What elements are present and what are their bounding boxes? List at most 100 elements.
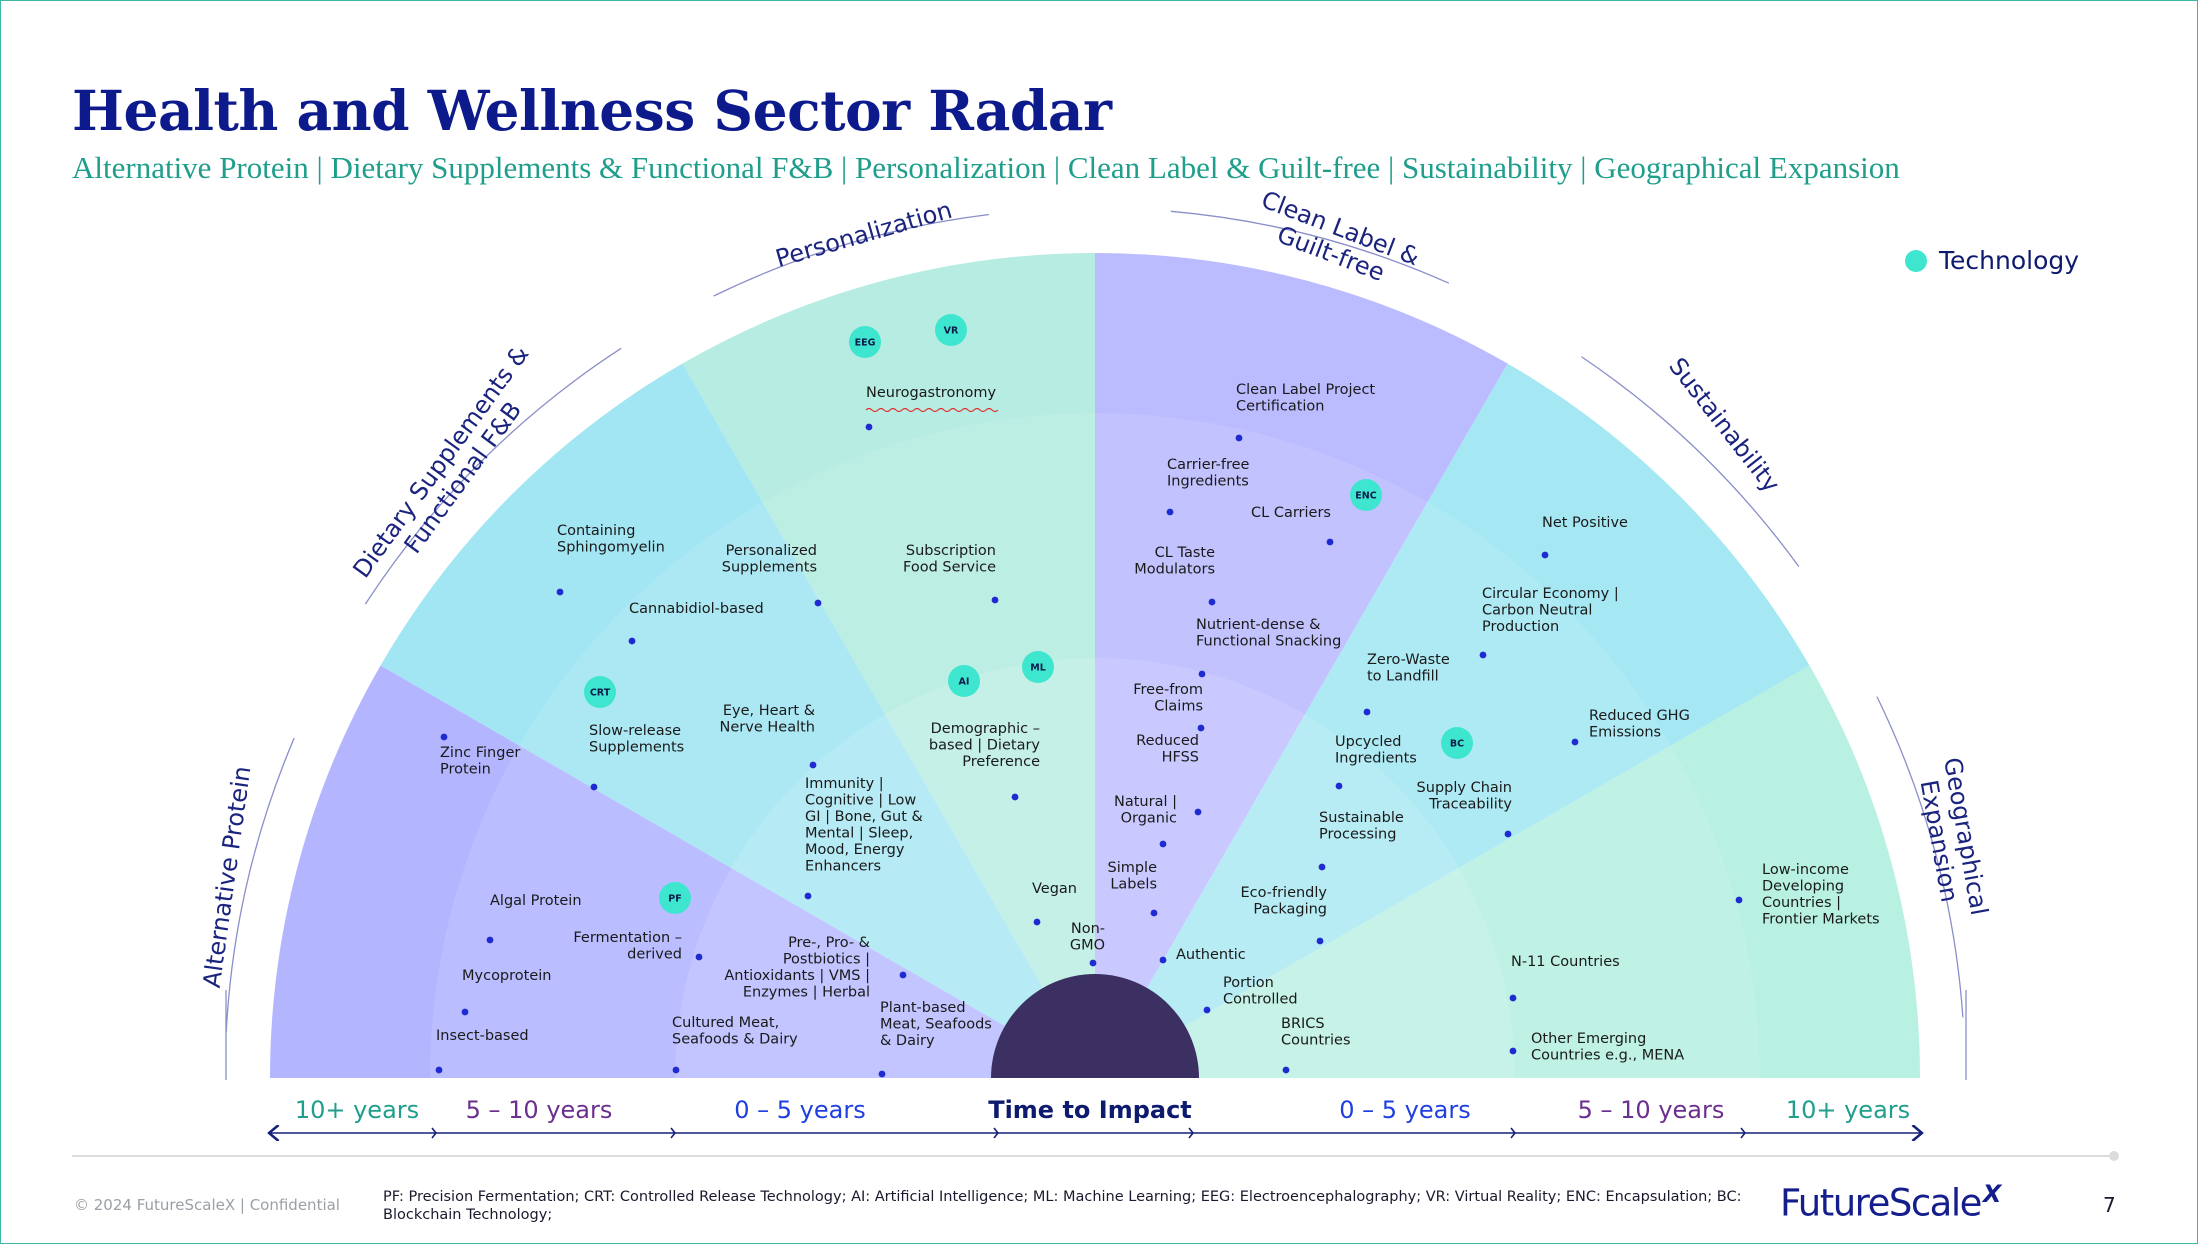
radar-item-label: Fermentation –derived (573, 930, 682, 963)
time-axis-tick (1188, 1132, 1194, 1139)
tech-badge-vr: VR (935, 314, 967, 346)
radar-item-label-line: Reduced (1136, 733, 1199, 749)
time-axis-tick (1740, 1127, 1746, 1134)
radar-item-label-line: Upcycled (1335, 734, 1402, 750)
radar-item-label: Authentic (1176, 947, 1246, 963)
tech-badge-ai: AI (948, 665, 980, 697)
radar-item-dot (556, 588, 564, 596)
radar-item-label-line: Mycoprotein (462, 968, 551, 984)
radar-item-label-line: Supplements (722, 560, 817, 576)
radar-item-label-line: Carrier-free (1167, 457, 1250, 473)
outer-arc-1 (364, 347, 622, 605)
radar-item: Algal Protein (486, 893, 582, 944)
time-to-impact-label: Time to Impact (988, 1096, 1192, 1124)
radar-item-dot (1318, 863, 1326, 871)
radar-item-label-line: CL Taste (1155, 545, 1215, 561)
page-title: Health and Wellness Sector Radar (72, 78, 1112, 143)
radar-item-label: Net Positive (1542, 515, 1628, 531)
outer-arc-4 (1581, 356, 1800, 568)
time-ring-0 (430, 413, 1760, 1078)
radar-item-label-line: Developing (1762, 879, 1844, 895)
radar-item-label-line: Clean Label Project (1236, 382, 1375, 398)
radar-item-label-line: Insect-based (436, 1028, 529, 1044)
radar-item-label-line: Cannabidiol-based (629, 601, 764, 617)
time-axis-tick (1740, 1132, 1746, 1139)
tech-badge-circle (935, 314, 967, 346)
outer-arc-2 (713, 213, 990, 297)
radar-item-label-line: Carbon Neutral (1482, 603, 1592, 619)
radar-item-label-line: Supplements (589, 740, 684, 756)
sector-0 (270, 665, 1095, 1078)
radar-item-dot (1235, 434, 1243, 442)
radar-item-dot (1033, 918, 1041, 926)
radar-item-label: Cannabidiol-based (629, 601, 764, 617)
radar-item-label-line: Claims (1154, 699, 1203, 715)
radar-item-label-line: Eye, Heart & (723, 703, 815, 719)
radar-item-label: N-11 Countries (1511, 954, 1620, 970)
radar-item: Fermentation –derived (573, 930, 703, 963)
radar-item-label-line: Demographic – (931, 721, 1040, 737)
radar-item-dot (1198, 670, 1206, 678)
tech-badge-circle (659, 882, 691, 914)
time-ring-1 (675, 658, 1515, 1078)
radar-item-label-line: Low-income (1762, 862, 1849, 878)
radar-item-dot (1194, 808, 1202, 816)
radar-item-dot (991, 596, 999, 604)
outer-arc-5 (1876, 696, 1964, 1018)
footer-abbreviations: PF: Precision Fermentation; CRT: Control… (383, 1189, 1742, 1223)
radar-item-dot (1735, 896, 1743, 904)
radar-item-label-line: Reduced GHG (1589, 708, 1690, 724)
time-axis-tick (993, 1132, 999, 1139)
brand-mark-icon: X (1982, 1180, 2002, 1208)
radar-item-label: Natural |Organic (1114, 794, 1177, 827)
radar-item-label: Insect-based (436, 1028, 529, 1044)
page-subtitle: Alternative Protein | Dietary Supplement… (72, 150, 1900, 185)
time-label-0: 10+ years (295, 1096, 419, 1124)
radar-item-dot (1479, 651, 1487, 659)
radar-item-label-line: Natural | (1114, 794, 1177, 810)
time-axis-tick (431, 1132, 437, 1139)
tech-badge-circle (1022, 651, 1054, 683)
legend-label: Technology (1939, 246, 2080, 275)
sector-1 (380, 363, 1095, 1078)
radar-item-label-line: Mental | Sleep, (805, 826, 913, 842)
sector-4 (1095, 363, 1810, 1078)
radar-item-label-line: Labels (1110, 877, 1157, 893)
radar-item-dot (1282, 1066, 1290, 1074)
radar-item-label-line: Organic (1121, 811, 1177, 827)
radar-item: Neurogastronomy (865, 385, 997, 431)
radar-item-label-line: Cognitive | Low (805, 793, 916, 809)
radar-item: CL Carriers (1251, 505, 1334, 546)
radar-item-label-line: Other Emerging (1531, 1031, 1646, 1047)
tech-badge-eeg: EEG (849, 326, 881, 358)
tech-badge-label: ENC (1355, 491, 1376, 502)
tech-badge-circle (849, 326, 881, 358)
time-axis-tick (670, 1132, 676, 1139)
radar-item-label-line: Traceability (1428, 797, 1512, 813)
radar-item-label-line: Net Positive (1542, 515, 1628, 531)
radar-item-label-line: Containing (557, 523, 635, 539)
sector-3 (1095, 253, 1508, 1078)
radar-item-label-line: Fermentation – (573, 930, 682, 946)
radar-item-dot (486, 936, 494, 944)
tech-badge-label: EEG (855, 338, 876, 349)
radar-item-label-line: Plant-based (880, 1000, 966, 1016)
sector-2 (682, 253, 1095, 1078)
radar-item-dot (435, 1066, 443, 1074)
radar-item-dot (440, 733, 448, 741)
